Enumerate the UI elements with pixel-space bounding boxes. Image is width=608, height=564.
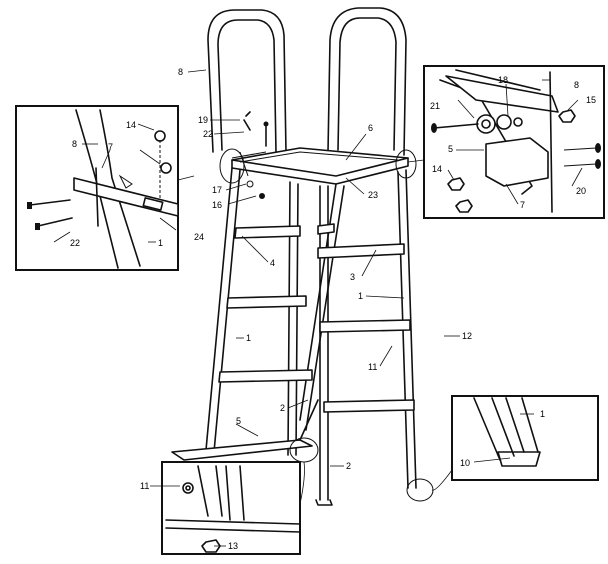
callout-10: 10 [460,458,470,468]
right-handrail [327,7,407,156]
callout-22-main: 22 [203,129,213,139]
left-front-rail [205,167,241,453]
callout-1-rail-left: 1 [246,333,251,343]
callout-1-inset-left: 1 [158,238,163,248]
callout-15: 15 [586,95,596,105]
callout-19: 19 [198,115,208,125]
callout-2-upper: 2 [280,403,285,413]
callout-11-step: 11 [368,362,377,372]
right-foot-circle [406,478,434,502]
callout-4: 4 [270,258,275,268]
bottom-board [171,439,313,461]
callout-5-foot: 5 [236,416,241,426]
inset-bottom-foot [161,461,305,555]
callout-21: 21 [430,101,440,111]
callout-14-inset-left: 14 [126,120,136,130]
callout-7-inset-right: 7 [520,200,525,210]
ladder-assembly [171,7,434,506]
inset-left-handrail-bracket [15,105,195,271]
callout-2-lower: 2 [346,461,351,471]
leader-lines [53,69,583,547]
right-steps [317,223,415,413]
callout-8-handrail: 8 [178,67,183,77]
callout-22-inset-left: 22 [70,238,80,248]
callout-16: 16 [212,200,222,210]
callout-5-inset: 5 [448,144,453,154]
callout-24: 24 [194,232,204,242]
callout-14-inset-right: 14 [432,164,442,174]
callout-1-inset-bottom-right: 1 [540,409,545,419]
callout-18: 18 [498,75,508,85]
callout-6: 6 [368,123,373,133]
callout-12: 12 [462,331,472,341]
callout-8-inset-right: 8 [574,80,579,90]
inset-right-bracket-assembly [407,65,605,219]
callout-23: 23 [368,190,378,200]
top-left-hardware [231,111,269,199]
left-steps [218,225,313,383]
callout-7-inset-left: 7 [108,142,113,152]
inset-bottom-right-foot [431,395,599,491]
callout-13: 13 [228,541,238,551]
callout-17: 17 [212,185,222,195]
callout-8-inset-left: 8 [72,139,77,149]
callout-20: 20 [576,186,586,196]
left-handrail [207,9,287,153]
callout-11-inset: 11 [140,481,149,491]
left-rear-rail [287,181,299,456]
callout-3: 3 [350,272,355,282]
callout-labels: 8 19 22 6 17 16 23 4 3 1 1 12 11 2 5 2 8… [70,67,596,551]
callout-1-rail-right: 1 [358,291,363,301]
